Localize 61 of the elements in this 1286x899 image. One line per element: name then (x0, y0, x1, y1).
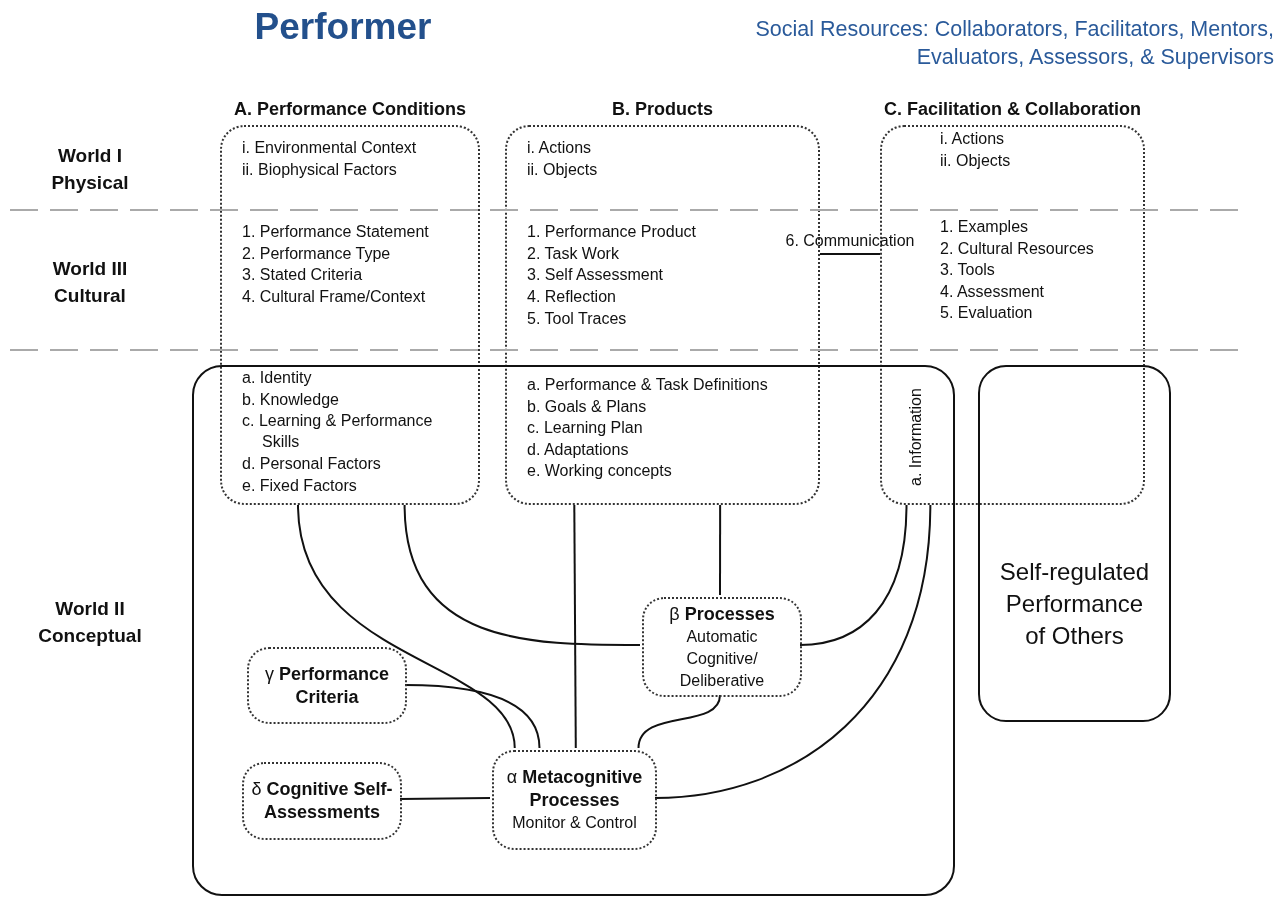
list-item: 4. Cultural Frame/Context (242, 287, 426, 307)
list-item: a. Information (905, 388, 925, 486)
connector-line (399, 797, 491, 800)
list-item: b. Knowledge (242, 390, 339, 410)
rounded-box: Self-regulated Performance of Others (978, 365, 1171, 722)
list-item: 4. Assessment (940, 282, 1045, 302)
column-heading: B. Products (611, 98, 714, 120)
list-item: 4. Reflection (527, 287, 616, 307)
list-item: c. Learning Plan (527, 418, 643, 438)
list-item: 3. Self Assessment (527, 265, 664, 285)
connector-line (637, 694, 721, 749)
list-item: e. Fixed Factors (242, 476, 357, 496)
list-item: 3. Tools (940, 260, 995, 280)
list-item: b. Goals & Plans (527, 397, 647, 417)
row-label: World II Conceptual (37, 597, 143, 648)
list-item: ii. Objects (527, 160, 598, 180)
heading-text: Social Resources: Collaborators, Facilitators, Mentors, Evaluators, Assessors, & Supervisors (754, 16, 1274, 71)
connector-line (719, 504, 722, 596)
connector-line (573, 504, 577, 749)
list-item: i. Actions (527, 138, 592, 158)
list-item: 2. Performance Type (242, 244, 391, 264)
list-item: ii. Biophysical Factors (242, 160, 397, 180)
box-heading: β Processes (669, 602, 775, 626)
list-item: i. Actions (940, 129, 1005, 149)
list-item: i. Environmental Context (242, 138, 417, 158)
row-label: World I Physical (50, 144, 130, 195)
list-item: 2. Task Work (527, 244, 619, 264)
list-item: d. Adaptations (527, 440, 629, 460)
diagram-title: Performer (253, 6, 433, 48)
connector-line (404, 684, 541, 749)
list-item: 5. Tool Traces (527, 309, 627, 329)
panel-frame (192, 365, 955, 896)
box-heading: δ Cognitive Self-Assessments (250, 778, 394, 824)
list-item: d. Personal Factors (242, 454, 381, 474)
row-label: World III Cultural (51, 257, 129, 308)
list-item: 2. Cultural Resources (940, 239, 1094, 259)
connector-line (297, 504, 516, 749)
box-text: Automatic Cognitive/ Deliberative (678, 626, 766, 691)
column-heading: C. Facilitation & Collaboration (883, 98, 1142, 120)
process-box (242, 762, 402, 840)
process-box (642, 597, 802, 697)
list-item: 3. Stated Criteria (242, 265, 363, 285)
connector-line (819, 253, 881, 256)
list-item: a. Identity (242, 368, 312, 388)
list-item: e. Working concepts (527, 461, 672, 481)
list-item: 1. Performance Product (527, 222, 696, 242)
box-text: Monitor & Control (512, 813, 637, 833)
connector-line (403, 504, 641, 646)
process-box (247, 647, 407, 724)
box-heading: α Metacognitive Processes (505, 766, 644, 812)
column-heading: A. Performance Conditions (233, 98, 467, 120)
list-item: ii. Objects (940, 151, 1011, 171)
connector-line (799, 504, 908, 646)
list-item: 1. Examples (940, 217, 1029, 237)
edge-label: 6. Communication (785, 231, 915, 252)
process-box (492, 750, 657, 850)
list-item: 1. Performance Statement (242, 222, 429, 242)
box-heading: γ Performance Criteria (263, 662, 391, 709)
list-item: a. Performance & Task Definitions (527, 375, 768, 395)
list-item: 5. Evaluation (940, 303, 1033, 323)
connector-line (654, 504, 932, 799)
